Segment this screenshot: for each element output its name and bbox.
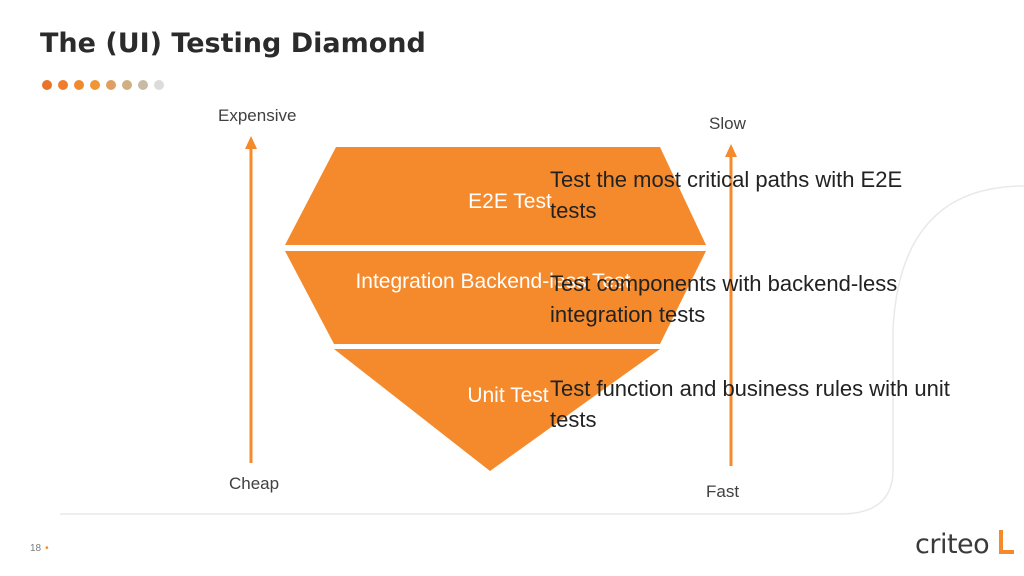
diamond-tier-unit (334, 349, 660, 471)
logo-bracket-icon (998, 530, 1014, 554)
dot-icon (58, 80, 68, 90)
bullet-icon: • (45, 543, 49, 554)
page-number-value: 18 (30, 543, 42, 554)
dot-icon (42, 80, 52, 90)
tier-label-e2e: E2E Test (468, 190, 552, 213)
dot-icon (74, 80, 84, 90)
dot-icon (106, 80, 116, 90)
tier-label-integration: Integration Backend-less Test (355, 270, 631, 293)
cost-axis-top-label: Expensive (218, 106, 297, 125)
tier-label-unit: Unit Test (467, 384, 549, 407)
tier-description-e2e: Test the most critical paths with E2E te… (550, 167, 903, 223)
slide-title: The (UI) Testing Diamond (40, 28, 426, 59)
dot-icon (138, 80, 148, 90)
diamond-tier-e2e (285, 147, 706, 245)
speed-axis-top-label: Slow (709, 114, 746, 133)
dot-icon (154, 80, 164, 90)
tier-description-unit: Test function and business rules with un… (550, 376, 950, 432)
speed-axis-bottom-label: Fast (706, 482, 740, 501)
tier-description-integration: Test components with backend-less integr… (550, 271, 898, 327)
page-number: 18• (30, 543, 49, 554)
dot-icon (90, 80, 100, 90)
diamond-tier-integration (285, 251, 706, 344)
cost-axis-bottom-label: Cheap (229, 474, 280, 493)
criteo-logo: criteo (915, 528, 1020, 560)
logo-text: criteo (915, 529, 990, 560)
dot-icon (122, 80, 132, 90)
